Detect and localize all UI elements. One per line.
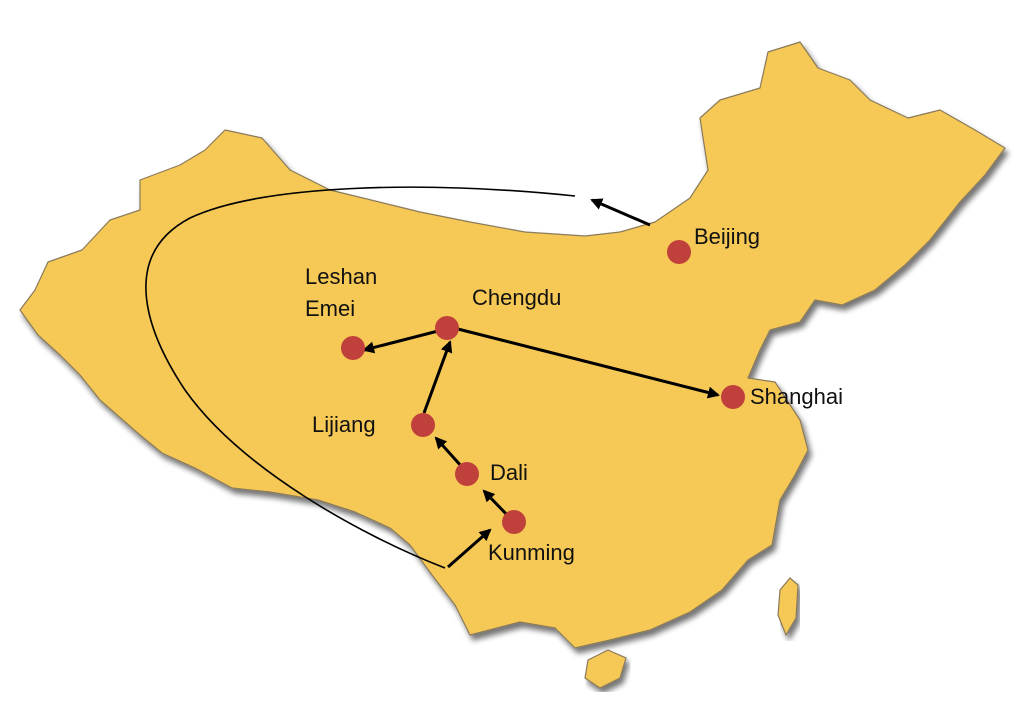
city-marker-chengdu (435, 316, 459, 340)
taiwan-island (777, 577, 799, 637)
hainan-island (584, 649, 627, 689)
city-marker-dali (455, 462, 479, 486)
city-label-shanghai: Shanghai (750, 384, 843, 409)
route-arrow-beijing-outbound (590, 198, 651, 227)
city-marker-lijiang (411, 413, 435, 437)
city-label-dali: Dali (490, 460, 528, 485)
route-arrow-chengdu-shanghai (449, 325, 720, 399)
city-marker-leshan-emei (341, 336, 365, 360)
city-marker-shanghai (721, 385, 745, 409)
china-mainland-landmass (19, 41, 1006, 649)
route-arrow-to-kunming (447, 528, 492, 569)
city-label-emei: Emei (305, 296, 355, 321)
city-label-lijiang: Lijiang (312, 412, 376, 437)
route-arrow-chengdu-leshan (362, 328, 443, 354)
city-label-leshan: Leshan (305, 264, 377, 289)
city-label-chengdu: Chengdu (472, 285, 561, 310)
city-label-beijing: Beijing (694, 224, 760, 249)
city-marker-beijing (667, 240, 691, 264)
city-marker-kunming (502, 510, 526, 534)
route-arrow-lijiang-chengdu (422, 340, 453, 414)
city-label-kunming: Kunming (488, 540, 575, 565)
route-arrow-dali-lijiang (434, 436, 464, 469)
route-arc-beijing-kunming (145, 186, 576, 569)
